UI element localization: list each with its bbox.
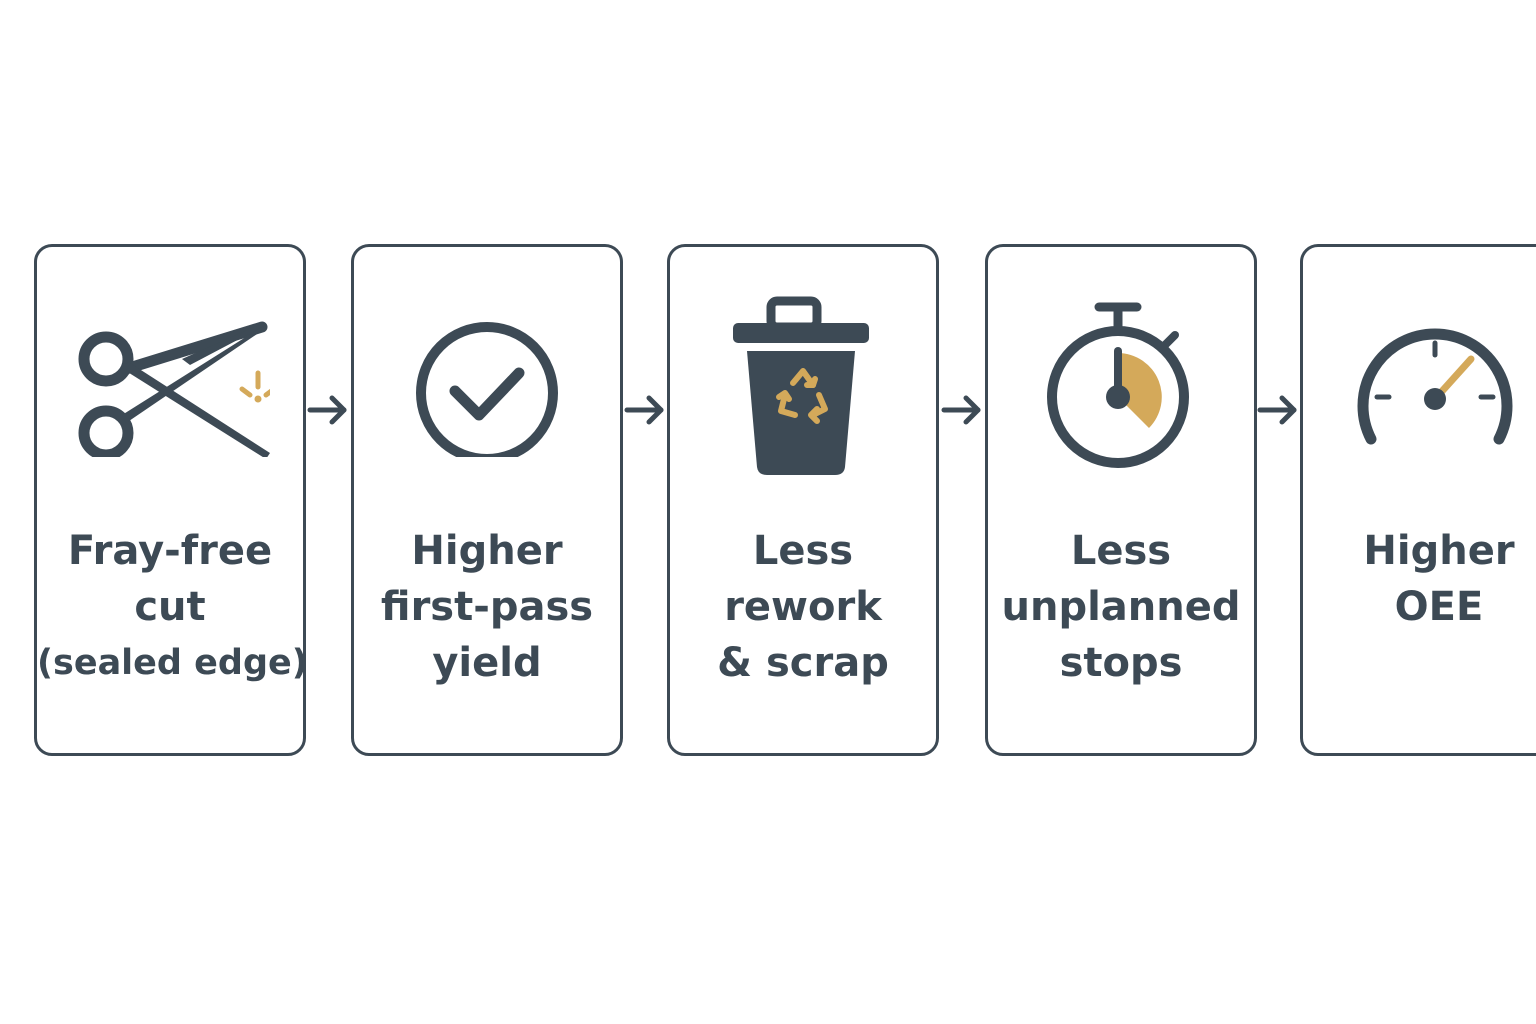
step-label-line: yield [432, 640, 542, 686]
arrow-right-icon [624, 395, 664, 425]
recycle-bin-icon [670, 287, 936, 487]
step-label-line: stops [1059, 640, 1183, 686]
step-label-line: rework [724, 584, 882, 630]
step-card-fray-free-cut: Fray-free cut (sealed edge) [34, 244, 308, 756]
step-card-first-pass-yield: Higher first-pass yield [351, 244, 623, 756]
step-label-line: first-pass [380, 584, 594, 630]
gauge-icon [1303, 287, 1536, 487]
step-label-line: Fray-free [67, 528, 273, 574]
step-label: Fray-free cut (sealed edge) [37, 523, 308, 691]
check-circle-icon [354, 287, 620, 487]
step-label-line: Higher [411, 528, 563, 574]
stopwatch-icon [988, 287, 1254, 487]
arrow-right-icon [1257, 395, 1297, 425]
scissors-icon [37, 287, 303, 487]
step-card-unplanned-stops: Less unplanned stops [985, 244, 1257, 756]
step-label-line: (sealed edge) [37, 643, 308, 683]
step-card-rework-scrap: Less rework & scrap [667, 244, 939, 756]
step-label-line: unplanned [1001, 584, 1241, 630]
step-label-line: cut [134, 584, 206, 630]
step-label: Higher OEE [1303, 523, 1536, 635]
step-label: Higher first-pass yield [354, 523, 620, 691]
step-card-higher-oee: Higher OEE [1300, 244, 1536, 756]
step-label-line: Higher [1363, 528, 1515, 574]
step-label-line: & scrap [717, 640, 889, 686]
step-label: Less unplanned stops [988, 523, 1254, 691]
step-label: Less rework & scrap [670, 523, 936, 691]
arrow-right-icon [307, 395, 347, 425]
arrow-right-icon [941, 395, 981, 425]
step-label-line: Less [752, 528, 854, 574]
step-label-line: Less [1070, 528, 1172, 574]
step-label-line: OEE [1394, 584, 1484, 630]
